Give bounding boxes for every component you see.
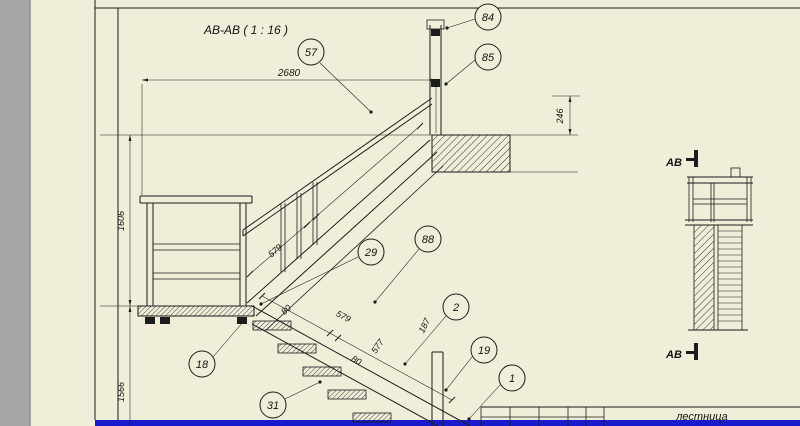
balloon-19-label: 19 <box>478 345 490 357</box>
rail-fastener <box>431 79 440 87</box>
balloon-19: 19 <box>444 336 498 392</box>
balloon-31: 31 <box>259 380 322 419</box>
staircase-front-view <box>685 167 753 331</box>
balloon-57-label: 57 <box>305 47 318 59</box>
lower-flight-treads <box>252 320 392 423</box>
upper-stringer <box>246 139 444 331</box>
section-cut-bar-icon <box>694 150 698 167</box>
dim-80-upper: 80 <box>279 303 293 317</box>
section-marker-bottom-label: АВ <box>665 349 682 361</box>
balloon-callouts: 84 85 57 29 88 2 19 <box>188 3 526 421</box>
balloon-57: 57 <box>297 38 373 114</box>
dim-1606: 1606 <box>116 211 126 231</box>
balloon-85-label: 85 <box>482 52 495 64</box>
balloon-18-label: 18 <box>196 359 209 371</box>
dim-1566: 1566 <box>116 382 126 402</box>
landing-floor-hatched <box>431 134 511 173</box>
landing-railing <box>139 195 253 306</box>
balloon-1: 1 <box>467 364 526 421</box>
view-title: АВ-АВ ( 1 : 16 ) <box>203 23 288 37</box>
post-cap-fastener <box>431 29 440 36</box>
balloon-88-label: 88 <box>422 234 435 246</box>
staircase-section-view <box>100 19 578 426</box>
section-marker-bottom: АВ <box>665 343 698 361</box>
title-block-part-name: лестница <box>675 411 728 423</box>
front-view-treads <box>718 230 742 322</box>
dim-246: 246 <box>555 108 565 124</box>
landing-joists <box>145 317 247 324</box>
section-cut-stub-icon <box>686 351 694 354</box>
left-gray-panel <box>0 0 30 426</box>
balloon-85: 85 <box>444 43 502 86</box>
balloon-2: 2 <box>403 293 470 366</box>
balloon-1-label: 1 <box>509 373 515 385</box>
balusters <box>280 182 318 272</box>
taskbar-edge-strip <box>95 420 800 426</box>
section-marker-top: АВ <box>665 150 698 169</box>
balloon-84: 84 <box>445 3 502 31</box>
section-marker-top-label: АВ <box>665 157 682 169</box>
balloon-84-label: 84 <box>482 12 494 24</box>
dimension-lines <box>100 78 580 426</box>
dim-80-lower: 80 <box>350 354 364 368</box>
balloon-18: 18 <box>188 320 245 378</box>
balloon-2-label: 2 <box>452 302 459 314</box>
balloon-31-label: 31 <box>267 400 279 412</box>
intermediate-landing-floor <box>137 305 255 317</box>
dim-2680: 2680 <box>277 68 301 79</box>
balloon-29-label: 29 <box>364 247 377 259</box>
section-cut-stub-icon <box>686 158 694 161</box>
sheet-frame <box>94 0 800 420</box>
title-block: лестница <box>480 406 800 426</box>
section-cut-bar-icon <box>694 343 698 360</box>
balloon-88: 88 <box>373 225 442 304</box>
balloon-29: 29 <box>259 238 385 306</box>
upper-handrail <box>242 97 433 237</box>
